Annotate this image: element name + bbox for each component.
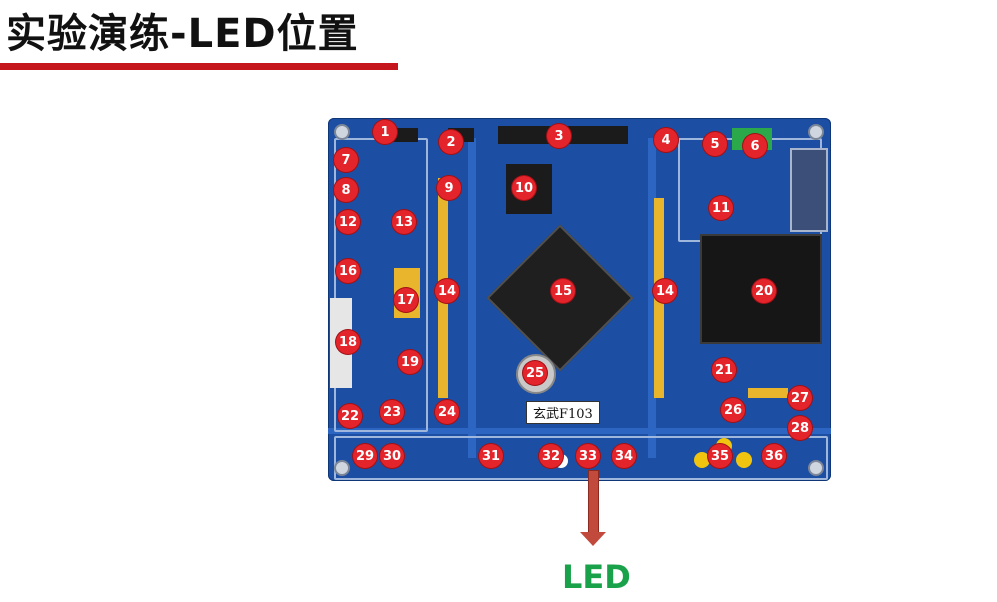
dev-board-photo: 玄武F103 1 2 3 4 5 6 7 8 9 10 11 12 13 14 … <box>328 118 831 481</box>
component-marker: 15 <box>551 279 575 303</box>
led-marker: 33 <box>576 444 600 468</box>
component-marker: 13 <box>392 210 416 234</box>
mount-hole <box>808 124 824 140</box>
component-marker: 29 <box>353 444 377 468</box>
title-underline <box>0 63 398 70</box>
jumper-block <box>748 388 788 398</box>
db9-connector <box>790 148 828 232</box>
board-trace <box>328 428 831 434</box>
component-marker: 23 <box>380 400 404 424</box>
component-marker: 14 <box>435 279 459 303</box>
component-marker: 7 <box>334 148 358 172</box>
component-marker: 11 <box>709 196 733 220</box>
component-marker: 34 <box>612 444 636 468</box>
component-marker: 31 <box>479 444 503 468</box>
component-marker: 4 <box>654 128 678 152</box>
arrow-down-icon <box>580 532 606 546</box>
push-button <box>736 452 752 468</box>
component-marker: 30 <box>380 444 404 468</box>
component-marker: 19 <box>398 350 422 374</box>
component-marker: 26 <box>721 398 745 422</box>
component-marker: 12 <box>336 210 360 234</box>
component-marker: 24 <box>435 400 459 424</box>
component-marker: 27 <box>788 386 812 410</box>
component-marker: 14 <box>653 279 677 303</box>
mount-hole <box>334 460 350 476</box>
component-marker: 9 <box>437 176 461 200</box>
component-marker: 32 <box>539 444 563 468</box>
component-marker: 18 <box>336 330 360 354</box>
board-trace <box>468 138 476 458</box>
component-marker: 6 <box>743 134 767 158</box>
led-caption: LED <box>562 558 631 596</box>
board-model-label: 玄武F103 <box>526 401 600 424</box>
component-marker: 25 <box>523 361 547 385</box>
component-marker: 35 <box>708 444 732 468</box>
component-marker: 1 <box>373 120 397 144</box>
mount-hole <box>808 460 824 476</box>
component-marker: 28 <box>788 416 812 440</box>
component-marker: 16 <box>336 259 360 283</box>
component-marker: 2 <box>439 130 463 154</box>
mount-hole <box>334 124 350 140</box>
component-marker: 21 <box>712 358 736 382</box>
component-marker: 10 <box>512 176 536 200</box>
component-marker: 3 <box>547 124 571 148</box>
component-marker: 36 <box>762 444 786 468</box>
component-marker: 20 <box>752 279 776 303</box>
component-marker: 5 <box>703 132 727 156</box>
board-trace <box>648 138 656 458</box>
slide-title: 实验演练-LED位置 <box>6 11 359 57</box>
component-marker: 22 <box>338 404 362 428</box>
arrow-shaft <box>588 470 599 536</box>
component-marker: 8 <box>334 178 358 202</box>
component-marker: 17 <box>394 288 418 312</box>
board-silk-frame <box>334 436 828 480</box>
push-button <box>694 452 710 468</box>
